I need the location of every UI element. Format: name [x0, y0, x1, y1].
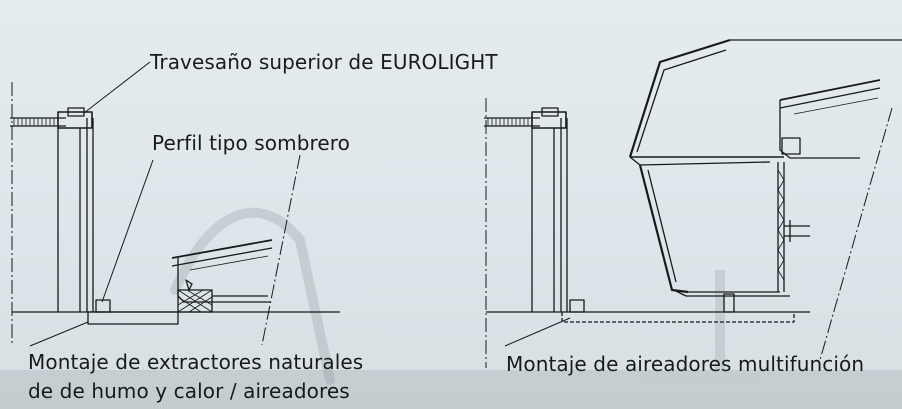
- left-base: [12, 311, 340, 325]
- right-detail: [484, 38, 902, 368]
- right-slope-line: [819, 107, 893, 361]
- right-side-frame: [777, 162, 810, 292]
- crane-mast: [295, 235, 335, 385]
- chimney: [715, 270, 725, 380]
- right-base: [486, 293, 810, 323]
- leader-left-caption: [29, 321, 89, 347]
- leader-top-rail: [83, 61, 151, 114]
- left-hat-profile: [95, 299, 111, 313]
- left-slope-line: [261, 154, 301, 346]
- right-roof-panel: [779, 79, 881, 159]
- right-upstand: [531, 118, 568, 312]
- left-detail: [10, 61, 340, 347]
- label-right-caption: Montaje de aireadores multifunción: [506, 352, 865, 376]
- right-open-flap: [628, 38, 902, 297]
- leader-right-caption: [504, 317, 571, 347]
- label-left-caption-line1: Montaje de extractores naturales: [28, 350, 364, 374]
- building-silhouette: [0, 370, 902, 409]
- left-upstand: [57, 118, 94, 312]
- left-top-rail: [10, 107, 93, 129]
- right-hat-profile: [569, 299, 585, 313]
- label-left-caption-line2: de de humo y calor / aireadores: [28, 379, 350, 403]
- label-hat-profile: Perfil tipo sombrero: [152, 131, 351, 155]
- left-extractor: [171, 239, 273, 313]
- leader-hat-profile: [101, 159, 154, 303]
- right-top-rail: [484, 107, 567, 129]
- label-top-rail: Travesaño superior de EUROLIGHT: [150, 50, 498, 74]
